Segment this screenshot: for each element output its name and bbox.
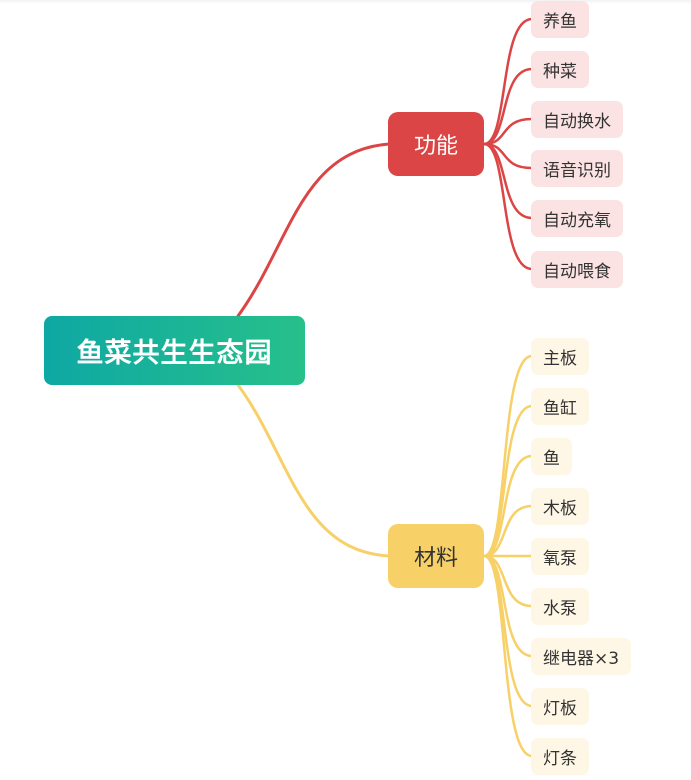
connector-functions-to-leaf bbox=[482, 117, 534, 146]
branch-topic-functions[interactable]: 功能 bbox=[388, 112, 484, 176]
leaf-topic-function[interactable]: 养鱼 bbox=[531, 1, 589, 38]
connector-functions-to-leaf bbox=[482, 142, 534, 271]
leaf-topic-function[interactable]: 语音识别 bbox=[531, 150, 623, 187]
leaf-topic-material[interactable]: 鱼 bbox=[531, 438, 572, 475]
connector-materials-to-leaf bbox=[482, 404, 534, 558]
leaf-topic-material[interactable]: 木板 bbox=[531, 488, 589, 525]
leaf-topic-material[interactable]: 鱼缸 bbox=[531, 388, 589, 425]
connector-materials-to-leaf bbox=[482, 554, 534, 758]
connector-materials-to-leaf bbox=[482, 504, 534, 558]
top-edge bbox=[0, 0, 691, 4]
branch-topic-materials[interactable]: 材料 bbox=[388, 524, 484, 588]
leaf-topic-material[interactable]: 继电器×3 bbox=[531, 638, 632, 675]
leaf-topic-material[interactable]: 水泵 bbox=[531, 588, 589, 625]
leaf-topic-function[interactable]: 自动换水 bbox=[531, 101, 623, 138]
connector-root-to-functions bbox=[236, 142, 392, 318]
connector-functions-to-leaf bbox=[482, 142, 534, 220]
leaf-topic-function[interactable]: 自动充氧 bbox=[531, 200, 623, 237]
leaf-topic-material[interactable]: 氧泵 bbox=[531, 538, 589, 575]
leaf-topic-function[interactable]: 自动喂食 bbox=[531, 251, 623, 288]
connector-functions-to-leaf bbox=[482, 17, 534, 146]
connector-root-to-materials bbox=[236, 383, 392, 558]
root-topic[interactable]: 鱼菜共生生态园 bbox=[44, 316, 305, 385]
leaf-topic-function[interactable]: 种菜 bbox=[531, 51, 589, 88]
connector-materials-to-leaf bbox=[482, 454, 534, 558]
connector-functions-to-leaf bbox=[482, 67, 534, 146]
leaf-topic-material[interactable]: 主板 bbox=[531, 338, 589, 375]
leaf-topic-material[interactable]: 灯条 bbox=[531, 738, 589, 775]
leaf-topic-material[interactable]: 灯板 bbox=[531, 688, 589, 725]
